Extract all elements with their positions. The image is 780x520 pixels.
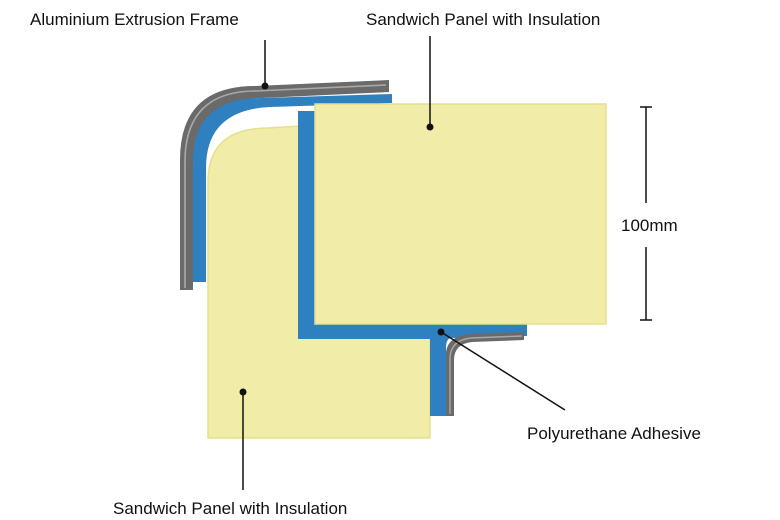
leader-dot-panel-top xyxy=(426,123,434,131)
adhesive-outer-curve xyxy=(193,94,392,282)
sandwich-panel-top xyxy=(314,103,607,325)
dimension-marker xyxy=(640,106,652,321)
leader-dot-adhesive xyxy=(437,328,445,336)
label-panel-bottom: Sandwich Panel with Insulation xyxy=(113,499,348,518)
leader-dot-panel-bottom xyxy=(239,388,247,396)
leader-dot-frame xyxy=(261,82,269,90)
label-panel-top: Sandwich Panel with Insulation xyxy=(366,10,601,29)
label-dimension: 100mm xyxy=(621,216,678,235)
label-adhesive: Polyurethane Adhesive xyxy=(527,424,701,443)
aluminium-frame-inner xyxy=(446,332,524,416)
frame-inner-highlight xyxy=(449,335,523,414)
frame-outer-highlight xyxy=(184,84,387,288)
label-aluminium-frame: Aluminium Extrusion Frame xyxy=(30,10,239,29)
aluminium-frame-outer xyxy=(180,80,389,290)
leader-adhesive xyxy=(440,331,566,411)
